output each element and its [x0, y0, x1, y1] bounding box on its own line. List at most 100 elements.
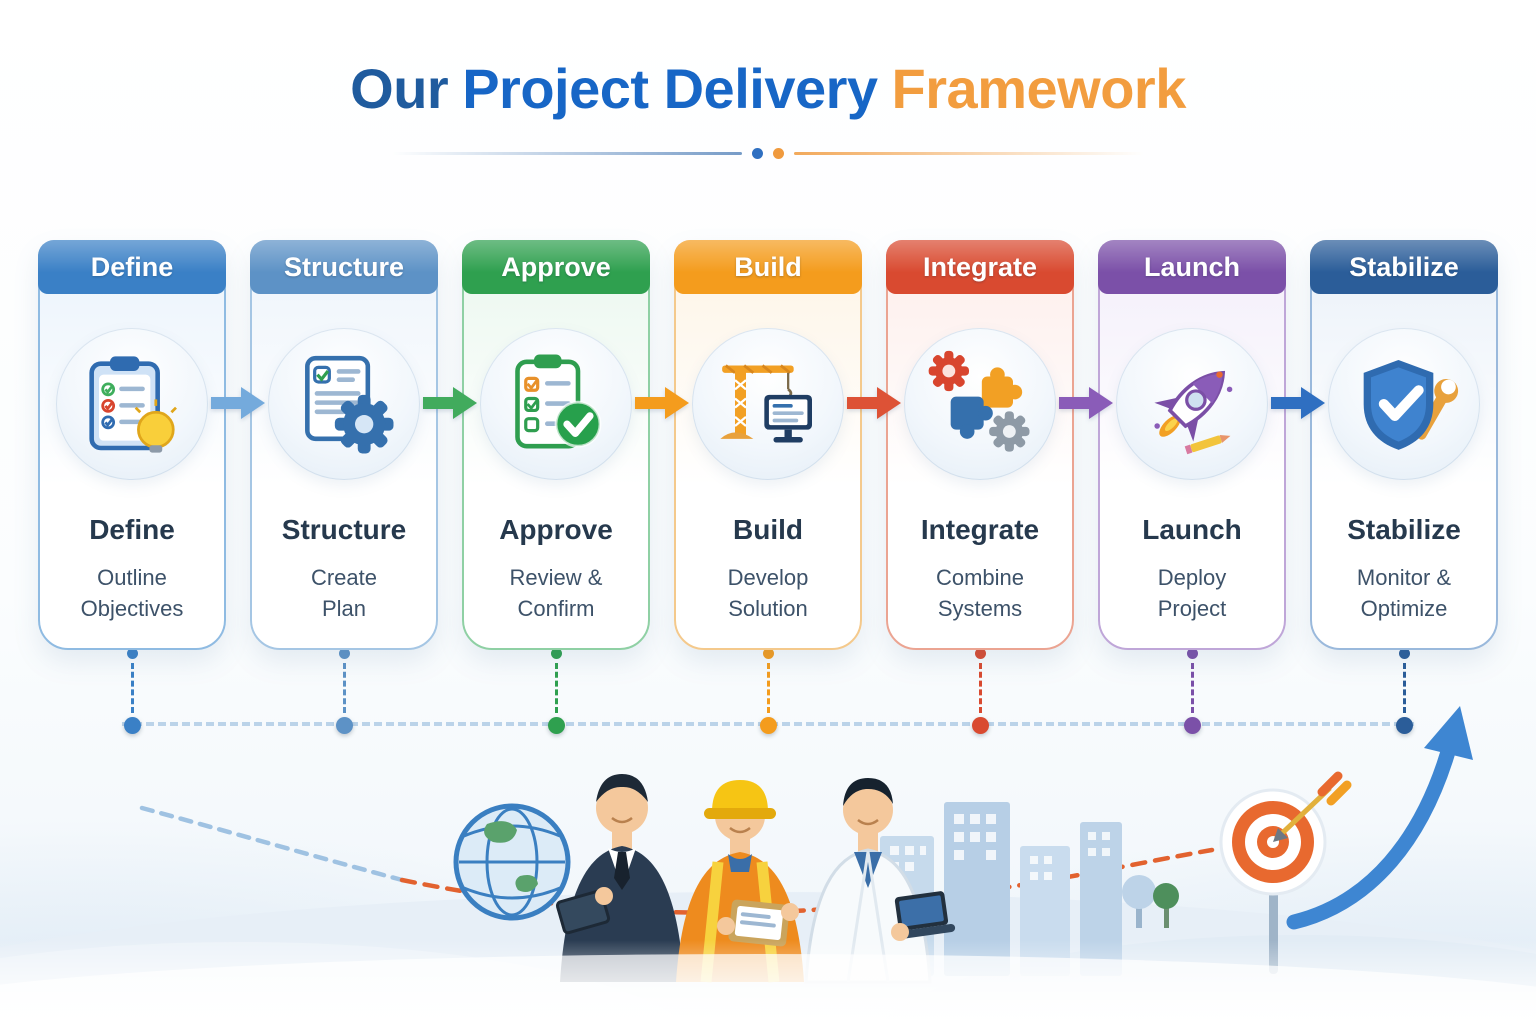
stage-header-label: Launch	[1143, 251, 1240, 282]
tagline-line-1: Monitor &	[1356, 565, 1452, 590]
timeline-dot	[1183, 717, 1201, 734]
stage-header-label: Integrate	[922, 251, 1038, 282]
checklist-approved-icon	[480, 328, 632, 480]
timeline-connector-stabilize	[1395, 648, 1413, 734]
divider-dot-orange	[773, 148, 784, 159]
tagline-line-1: Combine	[935, 565, 1025, 590]
tagline-line-1: Develop	[727, 565, 809, 590]
tagline-line-2: Project	[1157, 596, 1227, 622]
arrow-right-icon	[423, 387, 477, 419]
flow-arrow-2	[421, 386, 479, 420]
title-word-our: Our	[350, 57, 449, 120]
stage-card-structure: Structure	[250, 240, 438, 650]
document-gear-icon	[268, 328, 420, 480]
flow-arrow-1	[209, 386, 267, 420]
build-icon-svg	[720, 364, 812, 443]
stage-tagline: Outline Objectives	[40, 562, 224, 624]
connector-dash	[978, 663, 982, 713]
stage-tagline: Develop Solution	[676, 562, 860, 624]
connector-dash	[554, 663, 558, 713]
stage-name: Structure	[281, 514, 407, 545]
trees	[1122, 875, 1179, 928]
timeline-connector-approve	[547, 648, 565, 734]
stage-name: Launch	[1142, 514, 1242, 545]
stage-header-launch: Launch	[1098, 240, 1286, 294]
timeline-dot	[759, 717, 777, 734]
laptop-icon	[893, 891, 956, 940]
stage-card-stabilize: Stabilize Stabilize	[1310, 240, 1498, 650]
arrow-right-icon	[847, 387, 901, 419]
connector-dash	[1190, 663, 1194, 713]
stage-card-define: Define	[38, 240, 226, 650]
rocket-icon	[1116, 328, 1268, 480]
stage-card-approve: Approve	[462, 240, 650, 650]
divider-line-right	[794, 152, 1144, 155]
tagline-line-2: Plan	[321, 596, 367, 622]
launch-icon-svg	[1154, 370, 1233, 455]
divider-dot-blue	[752, 148, 763, 159]
growth-arrow-icon	[1286, 706, 1473, 930]
stage-tagline: Deploy Project	[1100, 562, 1284, 624]
timeline-dot	[1395, 717, 1413, 734]
connector-dot-small	[338, 648, 350, 659]
define-icon-svg	[89, 356, 177, 453]
crane-icon	[720, 364, 794, 439]
tagline-line-2: Systems	[937, 596, 1023, 622]
connector-dash	[342, 663, 346, 713]
title-emphasis: Project Delivery	[462, 57, 878, 120]
flow-arrow-5	[1057, 386, 1115, 420]
stage-name: Define	[89, 514, 175, 545]
puzzle-piece-blue-icon	[950, 396, 993, 439]
tagline-line-2: Optimize	[1360, 596, 1448, 622]
tagline-line-1: Deploy	[1157, 565, 1227, 590]
gear-icon	[334, 394, 394, 454]
timeline-connector-define	[123, 648, 141, 734]
arrow-right-icon	[635, 387, 689, 419]
tagline-line-2: Objectives	[80, 596, 184, 622]
stage-tagline: Combine Systems	[888, 562, 1072, 624]
tagline-line-1: Outline	[97, 565, 167, 590]
tagline-line-1: Create	[310, 565, 378, 590]
gear-red-icon	[928, 350, 969, 392]
tagline-line-2: Confirm	[517, 596, 595, 622]
stage-header-integrate: Integrate	[886, 240, 1074, 294]
globe-icon	[453, 803, 571, 921]
connector-dot-small	[1398, 648, 1410, 659]
title-word-framework: Framework	[891, 57, 1187, 120]
clipboard-icon	[728, 899, 790, 947]
stage-header-structure: Structure	[250, 240, 438, 294]
gear-grey-icon	[989, 411, 1030, 452]
shield-icon	[1363, 360, 1434, 450]
stage-tagline: Review & Confirm	[464, 562, 648, 624]
puzzle-gears-icon	[904, 328, 1056, 480]
integrate-icon-svg	[928, 350, 1030, 452]
stage-header-label: Structure	[283, 251, 405, 282]
approve-icon-svg	[515, 354, 602, 449]
flow-arrow-4	[845, 386, 903, 420]
stage-header-label: Stabilize	[1349, 251, 1459, 282]
stabilize-icon-svg	[1363, 360, 1459, 450]
divider-line-left	[392, 152, 742, 155]
clipboard-checklist-lightbulb-icon	[56, 328, 208, 480]
hard-hat-icon	[712, 780, 768, 812]
stage-header-define: Define	[38, 240, 226, 294]
stage-header-build: Build	[674, 240, 862, 294]
timeline-dot	[123, 717, 141, 734]
stage-name: Build	[733, 514, 803, 545]
stage-name: Stabilize	[1347, 514, 1461, 545]
connector-dash	[1402, 663, 1406, 713]
flow-arrow-3	[633, 386, 691, 420]
arrow-right-icon	[211, 387, 265, 419]
connector-dash	[766, 663, 770, 713]
tagline-line-2: Solution	[728, 596, 808, 622]
connector-dot-small	[762, 648, 774, 659]
connector-dot-small	[550, 648, 562, 659]
connector-dot-small	[126, 648, 138, 659]
crane-monitor-icon	[692, 328, 844, 480]
flow-arrow-6	[1269, 386, 1327, 420]
title-divider	[0, 148, 1536, 159]
timeline-dot	[971, 717, 989, 734]
bottom-illustration	[0, 706, 1536, 1024]
timeline-connector-launch	[1183, 648, 1201, 734]
connector-dot-small	[974, 648, 986, 659]
